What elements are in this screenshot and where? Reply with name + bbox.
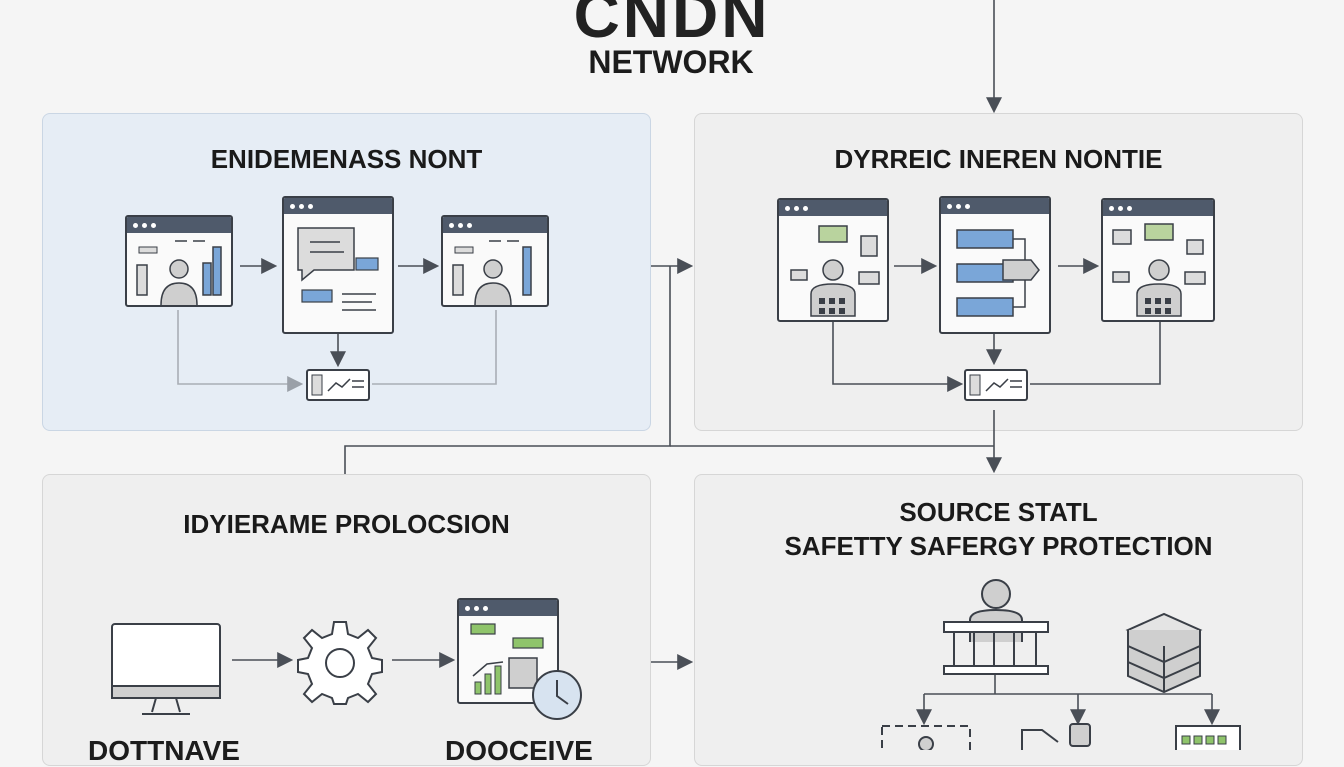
bottom-label-right: DOOCEIVE <box>445 735 593 766</box>
trend-chart-icon-2 <box>969 374 1022 396</box>
trend-chart-icon <box>311 374 364 396</box>
team-window-left <box>777 198 889 322</box>
diagram-subtitle: NETWORK <box>588 44 754 80</box>
user-analytics-icon-2 <box>452 240 532 305</box>
dashboard-window-left <box>125 215 233 307</box>
gear-icon <box>297 621 383 705</box>
flow-window-center <box>939 196 1051 334</box>
team-chat-icon <box>790 225 880 317</box>
dashboard-window-right <box>441 215 549 307</box>
diagram-title: CNDN <box>573 0 771 51</box>
panel-top-left-title: ENIDEMENASS NONT <box>210 144 483 174</box>
team-window-right <box>1101 198 1215 322</box>
document-icon <box>1021 723 1091 750</box>
database-stack-icon <box>1125 612 1203 694</box>
device-frame-icon <box>881 725 971 750</box>
chat-document-icon <box>297 227 379 311</box>
metrics-badge-left <box>306 369 370 401</box>
team-chat-icon-2 <box>1112 223 1206 317</box>
panel-bottom-right-title-2: SAFETTY SAFERGY PROTECTION <box>784 531 1213 561</box>
document-window-center <box>282 196 394 334</box>
bottom-label-left: DOTTNAVE <box>88 735 240 766</box>
user-podium-icon <box>943 579 1049 675</box>
process-flow-icon <box>956 229 1040 317</box>
metrics-badge-right <box>964 369 1028 401</box>
clock-icon <box>532 670 582 720</box>
panel-bottom-right-title-1: SOURCE STATL <box>899 497 1098 527</box>
panel-bottom-left-title: IDYIERAME PROLOCSION <box>183 509 510 539</box>
connector-lines <box>177 0 1220 726</box>
monitor-icon <box>111 623 221 715</box>
keyboard-icon <box>1175 725 1241 750</box>
panel-top-right-title: DYRREIC INEREN NONTIE <box>834 144 1163 174</box>
user-analytics-icon <box>136 240 222 305</box>
